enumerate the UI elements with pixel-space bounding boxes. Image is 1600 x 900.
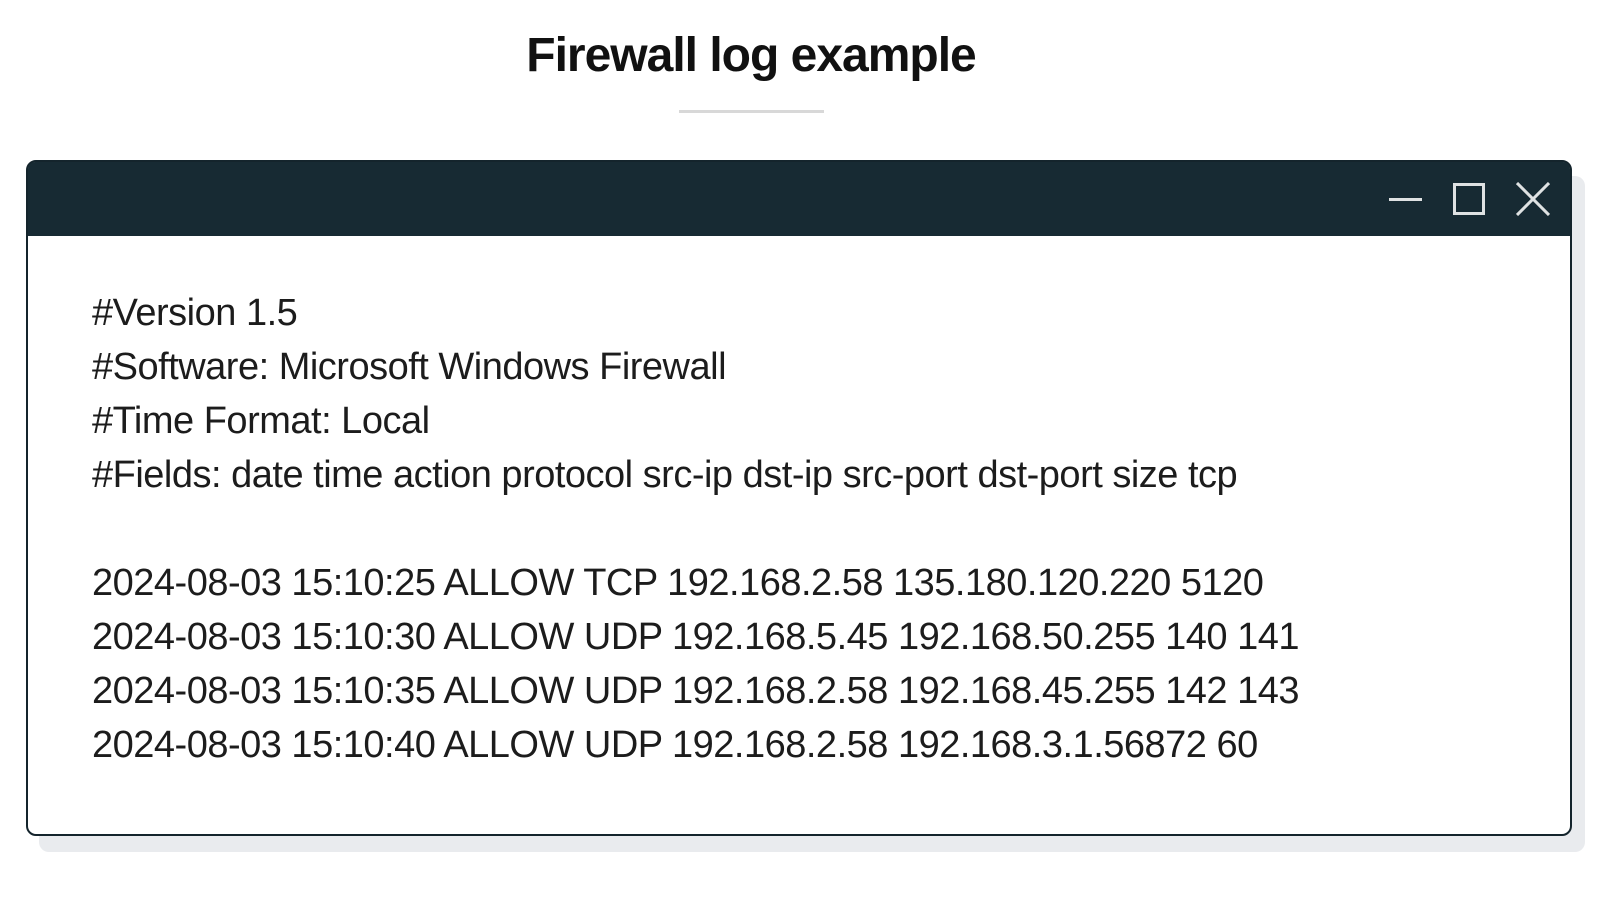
title-divider	[678, 110, 824, 113]
log-blank-line	[92, 502, 1510, 556]
log-header-line: #Software: Microsoft Windows Firewall	[92, 346, 727, 388]
log-header-line: #Fields: date time action protocol src-i…	[92, 454, 1238, 496]
maximize-button[interactable]	[1452, 182, 1486, 216]
log-header-line: #Version 1.5	[92, 292, 298, 334]
close-icon	[1516, 182, 1550, 216]
page-header: Firewall log example	[26, 28, 1476, 113]
log-entry-line: 2024-08-03 15:10:25 ALLOW TCP 192.168.2.…	[92, 562, 1264, 604]
log-entry-line: 2024-08-03 15:10:40 ALLOW UDP 192.168.2.…	[92, 724, 1258, 766]
page-title: Firewall log example	[526, 29, 977, 82]
maximize-icon	[1453, 183, 1485, 215]
log-header-line: #Time Format: Local	[92, 400, 430, 442]
firewall-log-window: #Version 1.5 #Software: Microsoft Window…	[26, 160, 1572, 836]
window-titlebar[interactable]	[28, 162, 1570, 236]
close-button[interactable]	[1516, 182, 1550, 216]
minimize-icon	[1388, 197, 1422, 201]
log-entry-line: 2024-08-03 15:10:35 ALLOW UDP 192.168.2.…	[92, 670, 1300, 712]
minimize-button[interactable]	[1388, 182, 1422, 216]
log-entry-line: 2024-08-03 15:10:30 ALLOW UDP 192.168.5.…	[92, 616, 1300, 658]
log-content: #Version 1.5 #Software: Microsoft Window…	[28, 236, 1570, 772]
